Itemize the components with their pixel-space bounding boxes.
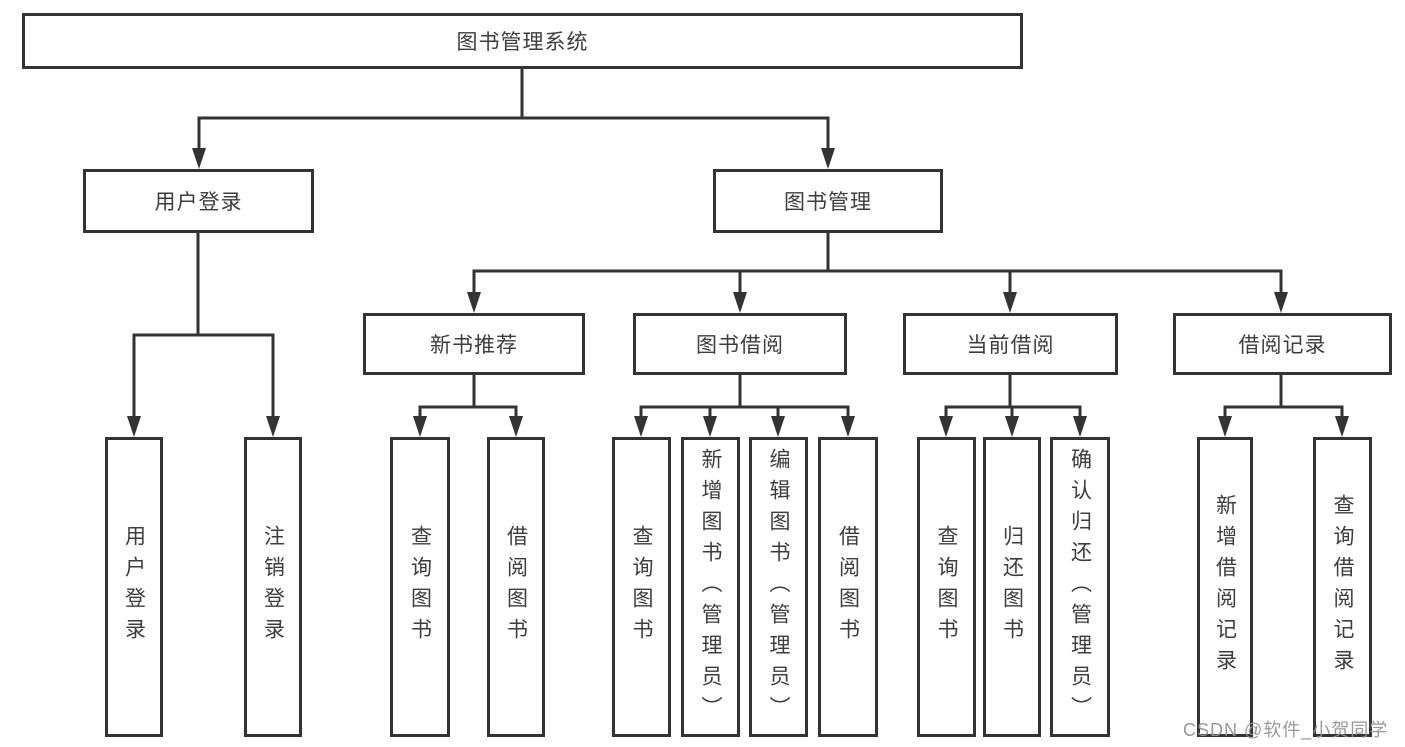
node-label: 确认归还（管理员） — [1068, 447, 1092, 727]
node-book-management: 图书管理 — [713, 169, 943, 233]
connector-root-to-level2 — [192, 69, 835, 169]
node-label: 注销登录 — [261, 525, 285, 649]
node-leaf-logout: 注销登录 — [244, 437, 302, 737]
connector-book-borrow-to-leaves — [634, 375, 855, 437]
node-label: 查询图书 — [935, 525, 958, 649]
node-leaf-add-books-admin: 新增图书（管理员） — [681, 437, 740, 737]
node-current-borrow: 当前借阅 — [903, 313, 1118, 375]
connector-current-borrow-to-leaves — [939, 375, 1087, 437]
node-library-management-system: 图书管理系统 — [22, 13, 1023, 69]
node-label: 查询图书 — [630, 525, 653, 649]
connector-new-book-to-leaves — [413, 375, 523, 437]
node-leaf-edit-books-admin: 编辑图书（管理员） — [749, 437, 808, 737]
node-leaf-query-books-current: 查询图书 — [917, 437, 976, 737]
node-label: 新增图书（管理员） — [699, 447, 722, 727]
node-label: 编辑图书（管理员） — [767, 447, 790, 727]
node-borrow-record: 借阅记录 — [1173, 313, 1392, 375]
node-leaf-query-borrow-record: 查询借阅记录 — [1313, 437, 1372, 737]
node-label: 借阅记录 — [1238, 334, 1327, 357]
node-label: 用户登录 — [154, 191, 243, 214]
node-label: 图书管理系统 — [456, 31, 589, 54]
node-label: 查询借阅记录 — [1331, 494, 1354, 680]
node-leaf-query-books-borrow: 查询图书 — [612, 437, 671, 737]
node-label: 借阅图书 — [836, 525, 860, 649]
csdn-watermark: CSDN @软件_小贺同学 — [1183, 720, 1389, 740]
node-leaf-add-borrow-record: 新增借阅记录 — [1197, 437, 1253, 737]
node-label: 当前借阅 — [966, 334, 1055, 357]
connector-book-management-to-level3 — [467, 233, 1288, 313]
node-label: 新书推荐 — [430, 334, 518, 357]
node-label: 查询图书 — [408, 525, 432, 649]
node-label: 图书借阅 — [696, 334, 784, 357]
connector-borrow-record-to-leaves — [1218, 375, 1349, 437]
node-user-login: 用户登录 — [83, 169, 314, 233]
node-book-borrow: 图书借阅 — [633, 313, 847, 375]
node-leaf-return-books: 归还图书 — [983, 437, 1041, 737]
node-leaf-confirm-return-admin: 确认归还（管理员） — [1050, 437, 1110, 737]
node-new-book-recommend: 新书推荐 — [363, 313, 585, 375]
node-label: 用户登录 — [122, 525, 146, 649]
node-label: 新增借阅记录 — [1213, 494, 1237, 680]
connector-user-login-to-leaves — [127, 233, 280, 437]
node-leaf-user-login: 用户登录 — [105, 437, 163, 737]
node-leaf-borrow-books: 借阅图书 — [818, 437, 878, 737]
node-leaf-borrow-books-newbook: 借阅图书 — [487, 437, 545, 737]
node-leaf-query-books-newbook: 查询图书 — [390, 437, 450, 737]
node-label: 借阅图书 — [504, 525, 528, 649]
node-label: 图书管理 — [784, 191, 872, 214]
node-label: 归还图书 — [1000, 525, 1024, 649]
